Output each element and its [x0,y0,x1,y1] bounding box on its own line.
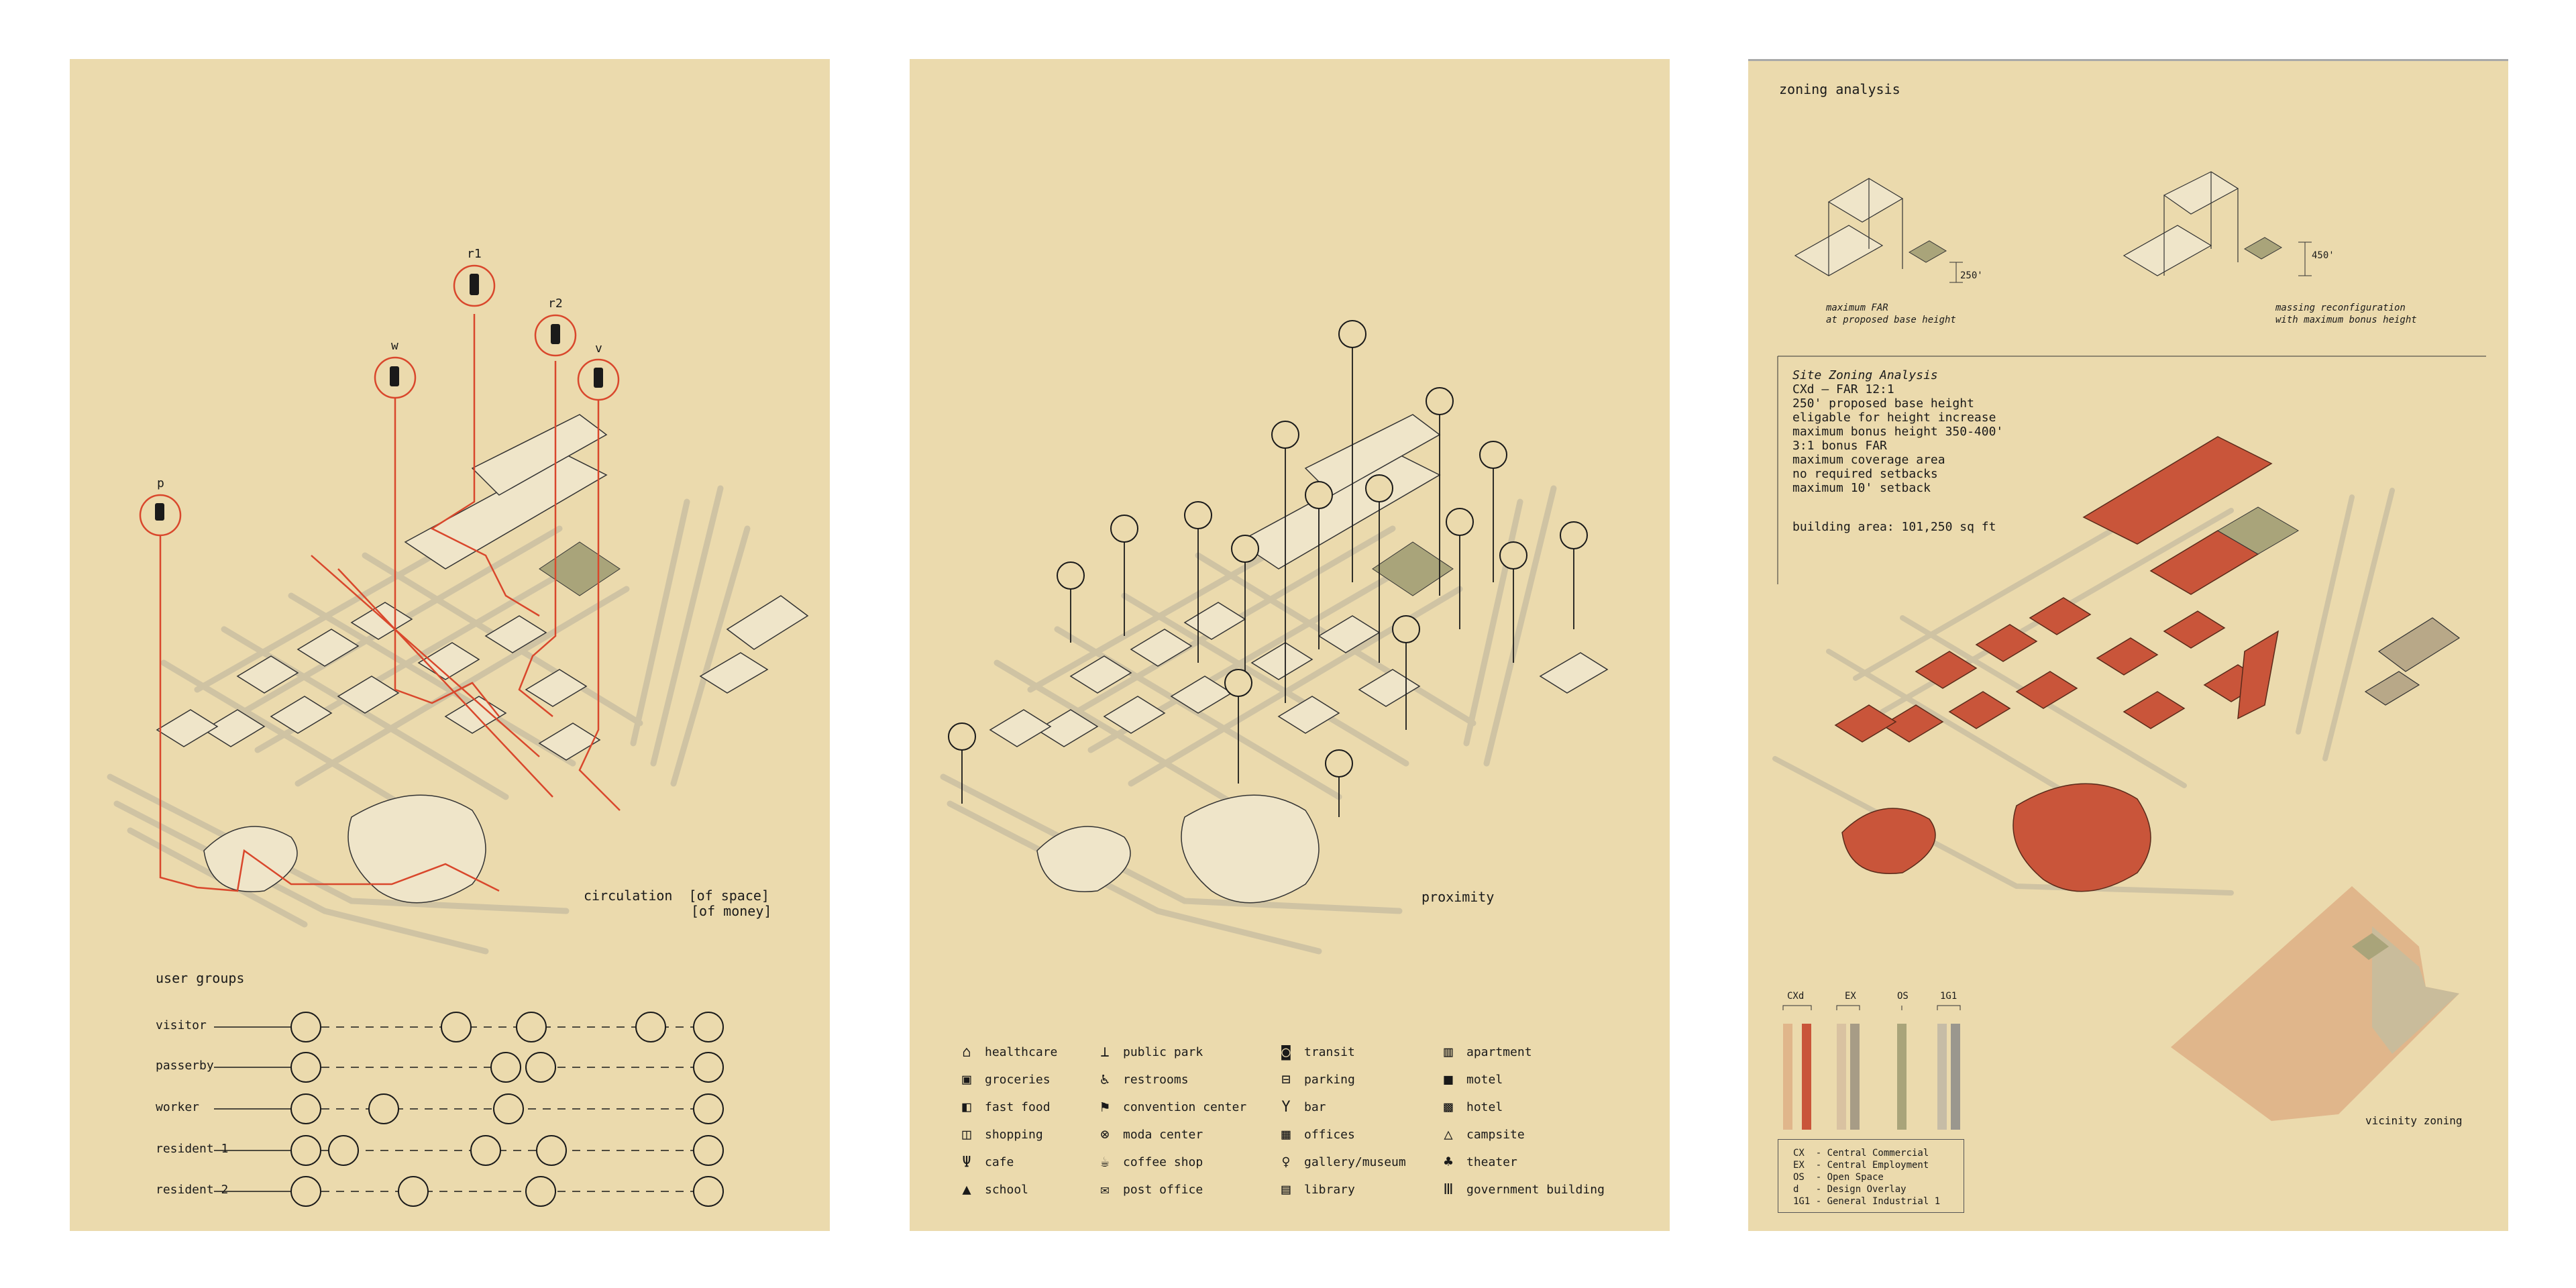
user-group-visitor: visitor [156,1018,207,1032]
user-group-passerby: passerby [156,1059,214,1073]
zoning-panel: zoning analysis maximum FAR at proposed … [1748,59,2508,1231]
analysis-line: 250' proposed base height [1792,396,1974,411]
legend-item: ▥apartment [1440,1041,1532,1063]
bar-label-1g1: 1G1 [1940,991,1957,1002]
public-park-icon: ⊥ [1100,1043,1110,1061]
analysis-line: eligable for height increase [1792,411,1996,425]
legend-item: ◧fast food [958,1096,1050,1118]
massing-dim-1: 250' [1960,270,1983,281]
legend-item: ▲school [958,1179,1028,1200]
legend-item: ⊥public park [1096,1041,1203,1063]
proximity-panel: proximity ⌂healthcare ▣groceries ◧fast f… [910,59,1670,1231]
school-icon: ▲ [962,1181,971,1198]
groceries-icon: ▣ [962,1071,971,1088]
restrooms-icon: ♿ [1100,1071,1110,1088]
analysis-line: maximum coverage area [1792,453,1945,467]
legend-item: ♀gallery/museum [1277,1151,1405,1173]
marker-label-r2: r2 [548,297,563,311]
analysis-line: 3:1 bonus FAR [1792,439,1887,453]
analysis-line: CXd — FAR 12:1 [1792,382,1894,396]
analysis-line: maximum bonus height 350-400' [1792,425,2004,439]
bar-icon: Y [1281,1098,1291,1116]
marker-label-p: p [157,476,164,490]
circulation-map [107,264,809,955]
healthcare-icon: ⌂ [962,1043,971,1061]
massing-caption-2-line1: massing reconfiguration [2275,303,2406,313]
legend-item: ▦offices [1277,1124,1354,1145]
transit-icon: ◙ [1281,1043,1291,1061]
legend-item: ▣groceries [958,1069,1050,1090]
legend-item: △campsite [1440,1124,1524,1145]
legend-item: ◙transit [1277,1041,1354,1063]
proximity-map [940,320,1609,955]
circulation-title: circulation [of space] [584,888,769,904]
marker-label-v: v [595,341,602,356]
circulation-subtitle: [of money] [691,903,772,919]
legend-item: ▩hotel [1440,1096,1503,1118]
user-group-worker: worker [156,1100,200,1114]
legend-item: ☕coffee shop [1096,1151,1203,1173]
user-groups-title: user groups [156,970,245,986]
legend-item: ■motel [1440,1069,1503,1090]
hotel-icon: ▩ [1444,1098,1453,1116]
key-line: OS - Open Space [1793,1172,1884,1183]
convention-center-icon: ⚑ [1100,1098,1110,1116]
analysis-heading: Site Zoning Analysis [1792,368,1938,382]
legend-item: ✉post office [1096,1179,1203,1200]
bar-label-os: OS [1897,991,1909,1002]
government-building-icon: Ⅲ [1443,1181,1454,1198]
legend-item: ♿restrooms [1096,1069,1188,1090]
key-line: EX - Central Employment [1793,1160,1929,1171]
user-group-resident-1: resident 1 [156,1142,229,1156]
shopping-icon: ◫ [962,1126,971,1143]
key-line: d - Design Overlay [1793,1184,1907,1195]
post-office-icon: ✉ [1100,1181,1110,1198]
legend-item: ♣theater [1440,1151,1517,1173]
zoning-drawings [1772,171,2486,1130]
marker-label-w: w [391,339,398,353]
marker-label-r1: r1 [467,247,482,261]
legend-item: ⊟parking [1277,1069,1354,1090]
theater-icon: ♣ [1444,1153,1453,1171]
bar-label-ex: EX [1845,991,1856,1002]
offices-icon: ▦ [1281,1126,1291,1143]
zoning-title: zoning analysis [1779,81,1900,97]
analysis-line: maximum 10' setback [1792,481,1931,495]
key-line: 1G1 - General Industrial 1 [1793,1196,1941,1207]
vicinity-zoning-label: vicinity zoning [2365,1114,2463,1127]
library-icon: ▤ [1281,1181,1291,1198]
proximity-title: proximity [1421,889,1495,905]
massing-dim-2: 450' [2312,250,2334,261]
analysis-line: no required setbacks [1792,467,1938,481]
legend-item: ⚑convention center [1096,1096,1246,1118]
user-group-resident-2: resident 2 [156,1183,229,1197]
legend-item: ⊗moda center [1096,1124,1203,1145]
bar-label-cxd: CXd [1787,991,1805,1002]
legend-item: ◫shopping [958,1124,1042,1145]
campsite-icon: △ [1444,1126,1453,1143]
circulation-panel: p w r1 r2 v circulation [of space] [of m… [70,59,830,1231]
moda-center-icon: ⊗ [1100,1126,1110,1143]
massing-caption-1-line2: at proposed base height [1826,315,1956,325]
key-line: CX - Central Commercial [1793,1148,1929,1159]
building-area: building area: 101,250 sq ft [1792,520,1996,534]
legend-item: ▤library [1277,1179,1354,1200]
massing-caption-1-line1: maximum FAR [1826,303,1888,313]
zoning-key: CX - Central Commercial EX - Central Emp… [1778,1139,1964,1213]
fast-food-icon: ◧ [962,1098,971,1116]
massing-caption-2-line2: with maximum bonus height [2275,315,2417,325]
cafe-icon: Ψ [962,1153,971,1171]
gallery-museum-icon: ♀ [1281,1153,1291,1171]
motel-icon: ■ [1444,1071,1453,1088]
user-group-lines [214,1012,724,1207]
legend-item: ⌂healthcare [958,1041,1057,1063]
coffee-shop-icon: ☕ [1100,1153,1110,1171]
apartment-icon: ▥ [1444,1043,1453,1061]
parking-icon: ⊟ [1281,1071,1291,1088]
